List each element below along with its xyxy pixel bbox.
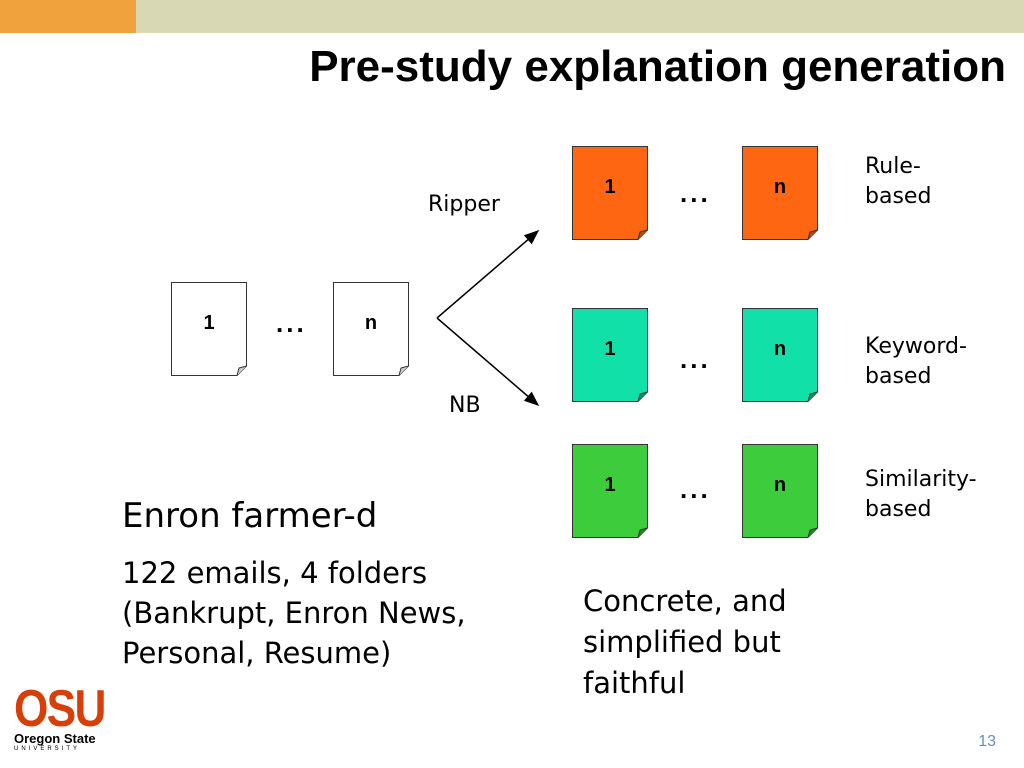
dataset-title: Enron farmer-d xyxy=(122,496,378,536)
page-number: 13 xyxy=(978,733,996,750)
title-bar-accent xyxy=(0,0,136,33)
doc-number: 1 xyxy=(203,312,215,334)
similarity-doc-first: 1 xyxy=(572,444,648,538)
nb-label: NB xyxy=(449,393,481,418)
similarity-based-label: Similarity- based xyxy=(865,467,977,522)
dataset-description: 122 emails, 4 folders (Bankrupt, Enron N… xyxy=(122,556,466,670)
similarity-ellipsis: ... xyxy=(680,474,711,504)
doc-number: n xyxy=(364,312,378,334)
similarity-doc-last: n xyxy=(742,444,818,538)
input-doc-first: 1 xyxy=(171,282,247,376)
doc-number: 1 xyxy=(604,176,616,198)
explanation-note: Concrete, and simplified but faithful xyxy=(583,584,787,700)
keyword-doc-first: 1 xyxy=(572,308,648,402)
input-ellipsis: ... xyxy=(276,308,307,338)
keyword-based-label: Keyword- based xyxy=(865,334,967,389)
ripper-arrow xyxy=(436,230,540,319)
slide-title: Pre-study explanation generation xyxy=(309,42,1006,91)
keyword-ellipsis: ... xyxy=(680,344,711,374)
doc-number: 1 xyxy=(604,338,616,360)
doc-number: 1 xyxy=(604,474,616,496)
input-doc-last: n xyxy=(333,282,409,376)
nb-arrow xyxy=(436,317,540,406)
keyword-doc-last: n xyxy=(742,308,818,402)
doc-number: n xyxy=(773,474,787,496)
rule-based-label: Rule- based xyxy=(865,154,932,209)
doc-number: n xyxy=(773,176,787,198)
logo-line2: UNIVERSITY xyxy=(14,746,81,752)
doc-number: n xyxy=(773,338,787,360)
title-bar xyxy=(136,0,1024,33)
logo-wordmark: OSU xyxy=(14,680,106,738)
rule-doc-last: n xyxy=(742,146,818,240)
rule-ellipsis: ... xyxy=(680,178,711,208)
logo-line1: Oregon State xyxy=(14,731,96,746)
rule-doc-first: 1 xyxy=(572,146,648,240)
osu-logo: OSU Oregon State UNIVERSITY xyxy=(14,680,110,752)
ripper-label: Ripper xyxy=(428,192,500,217)
